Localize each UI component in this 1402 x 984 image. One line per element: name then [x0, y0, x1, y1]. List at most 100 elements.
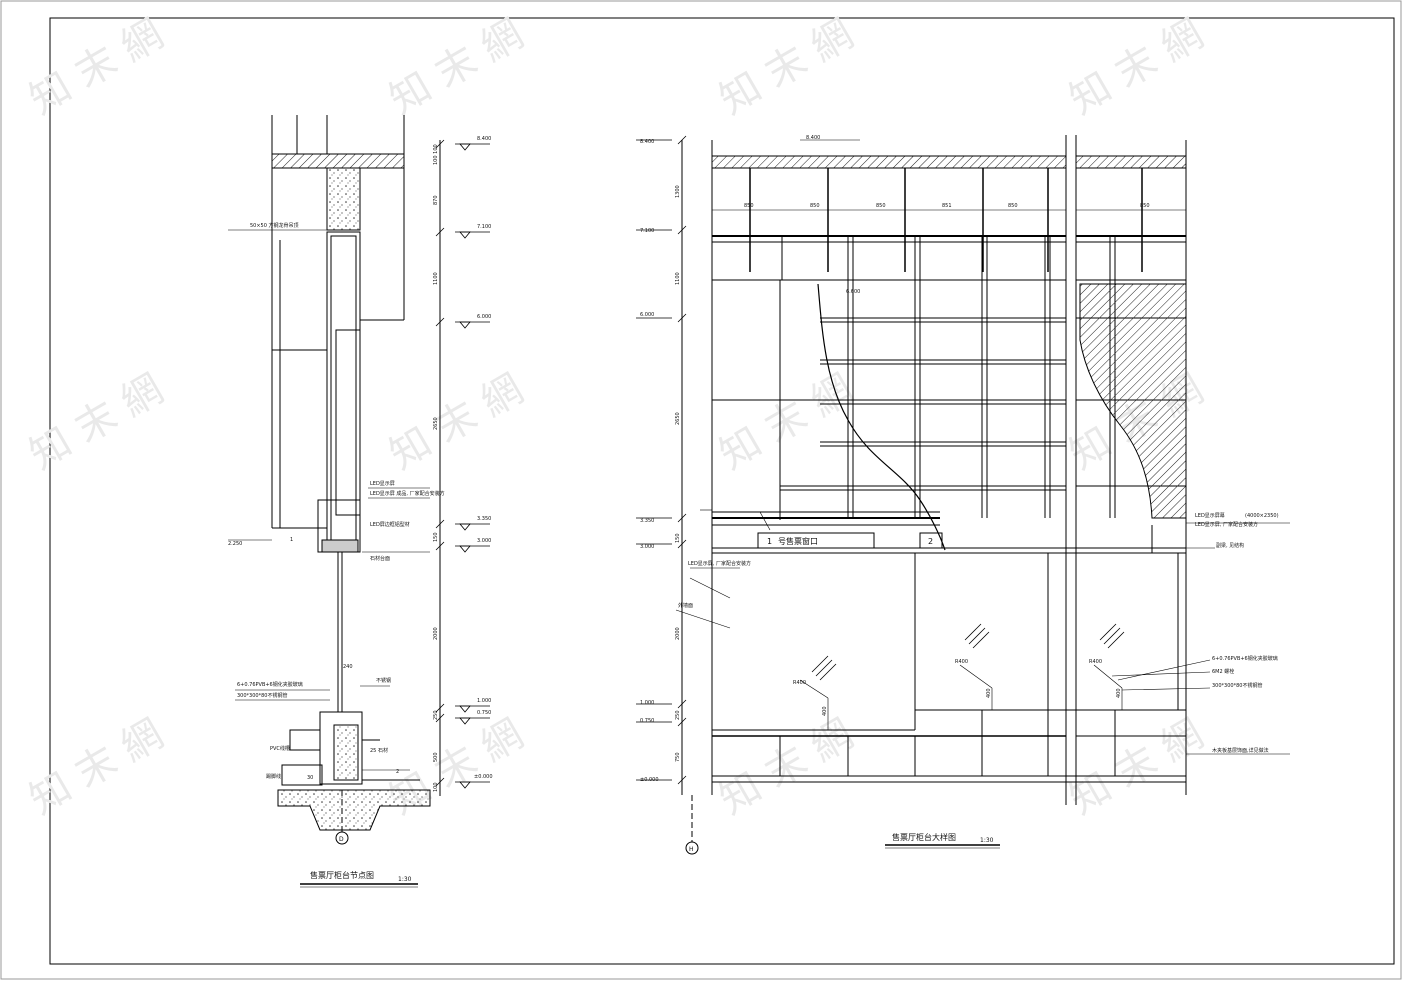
level-text: 0.750: [640, 718, 654, 724]
level-text: 6.000: [640, 312, 654, 318]
label-text: 300*300*80不锈钢管: [1212, 682, 1262, 689]
window-sign-1: [757, 532, 875, 549]
led-hatched-panel: [1079, 283, 1187, 519]
watermark: 知 末 網: [22, 711, 171, 824]
window-sign-1-number: 1: [767, 537, 772, 546]
watermark: 知 末 網: [382, 11, 531, 124]
level-text: 8.400: [477, 136, 491, 142]
label-text: LED屏边框铝型材: [370, 521, 410, 528]
level-text: 7.100: [477, 224, 491, 230]
watermark: 知 末 網: [1062, 711, 1211, 824]
label-text: R400: [793, 680, 806, 686]
dim-text: 2650: [675, 412, 681, 425]
right-title-underline: [885, 844, 1000, 849]
level-text: 3.350: [477, 516, 491, 522]
label-text: PVC线槽: [270, 745, 290, 752]
label-text: 300*300*80不锈钢管: [237, 692, 287, 699]
left-annotations: 8.400 7.100 6.000 3.350 3.000 1.000 0.75…: [228, 136, 493, 883]
label-text: 2: [396, 769, 399, 775]
grid-axis-label: H: [689, 846, 694, 853]
label-text: 石材台面: [370, 555, 390, 562]
window-sign-2: [919, 532, 943, 549]
drawing-scale-left: 1:30: [398, 876, 412, 883]
label-text: 400: [1116, 688, 1122, 698]
label-text: LED显示屏: [370, 481, 395, 487]
label-text: 6+0.76PVB+6钢化夹胶玻璃: [237, 681, 303, 688]
label-text: 不锈钢: [376, 677, 391, 684]
dim-text: 2000: [675, 627, 681, 640]
label-text: 6M2 螺栓: [1212, 668, 1234, 675]
level-text: 1.000: [477, 698, 491, 704]
drawing-title-left: 售票厅柜台节点图: [310, 870, 374, 880]
concrete-beam: [326, 167, 361, 231]
label-text: 30: [307, 775, 313, 781]
label-text: LED显示屏幕: [1195, 512, 1225, 519]
drawing-title-right: 售票厅柜台大样图: [892, 832, 956, 842]
label-text: 50×50 方钢龙骨吊顶: [250, 222, 299, 229]
dim-text: 250: [675, 710, 681, 720]
watermark: 知 末 網: [712, 11, 861, 124]
drawing-scale-right: 1:30: [980, 837, 994, 844]
slab-hatch-right: [1075, 155, 1187, 169]
dim-text: 2650: [433, 417, 439, 430]
level-text: 6.600: [846, 289, 860, 295]
right-annotations: 8.400 7.100 6.000 3.350 3.000 1.000 0.75…: [640, 135, 1279, 853]
grid-axis-bubble-right: [685, 841, 699, 855]
watermark-group: 知 末 網 知 末 網 知 末 網 知 末 網 知 末 網 知 末 網 知 末 …: [22, 11, 1211, 824]
level-text: 6.000: [477, 314, 491, 320]
label-text: 1: [290, 537, 293, 543]
dim-text: 850: [810, 203, 820, 209]
level-text: 1.000: [640, 700, 654, 706]
grid-axis-bubble-left: [335, 831, 349, 845]
window-sign-1-text: 号售票窗口: [778, 536, 818, 546]
dim-text: 1300: [675, 185, 681, 198]
watermark: 知 末 網: [1062, 11, 1211, 124]
label-text: 240: [343, 664, 353, 670]
label-text: 400: [822, 706, 828, 716]
dim-text: 150: [433, 532, 439, 542]
label-text: (4000×2350): [1245, 513, 1279, 519]
label-text: LED显示屏, 厂家配合安装方: [688, 560, 751, 567]
watermark: 知 末 網: [22, 11, 171, 124]
watermark: 知 末 網: [382, 366, 531, 479]
level-text: 7.100: [640, 228, 654, 234]
dim-text: 100 100: [433, 144, 439, 165]
dim-text: 850: [744, 203, 754, 209]
level-text: 2.250: [228, 541, 242, 547]
grid-axis-label: D: [339, 836, 344, 843]
dim-text: 1100: [675, 272, 681, 285]
label-text: 外墙面: [678, 602, 693, 609]
dim-text: 850: [1008, 203, 1018, 209]
dim-text: 850: [876, 203, 886, 209]
label-text: 木夹板基层饰面,详见做法: [1212, 747, 1269, 754]
slab-hatch-left: [711, 155, 1067, 169]
label-text: R400: [955, 659, 968, 665]
level-text: ±0.000: [640, 777, 659, 783]
level-text: 3.000: [640, 544, 654, 550]
right-elevation-drawing: [636, 135, 1290, 855]
label-text: 踢脚线: [266, 773, 281, 780]
level-text: 8.400: [806, 135, 820, 141]
frame-border: [49, 17, 1395, 965]
level-text: 3.350: [640, 518, 654, 524]
label-text: LED显示屏, 厂家配合安装方: [1195, 521, 1258, 528]
level-text: 0.750: [477, 710, 491, 716]
ground-fill: [277, 789, 431, 831]
level-text: 8.400: [640, 139, 654, 145]
roof-slab: [271, 153, 405, 169]
dim-text: 100: [433, 782, 439, 792]
left-title-underline: [300, 883, 418, 888]
dim-text: 500: [433, 752, 439, 762]
left-section-drawing: [228, 115, 490, 845]
label-text: 副梁, 见结构: [1216, 542, 1244, 549]
led-box: [326, 231, 361, 553]
dim-text: 150: [675, 533, 681, 543]
dim-text: 850: [1140, 203, 1150, 209]
watermark: 知 末 網: [382, 711, 531, 824]
dim-text: 870: [433, 195, 439, 205]
level-text: ±0.000: [474, 774, 493, 780]
label-text: 400: [986, 688, 992, 698]
level-text: 3.000: [477, 538, 491, 544]
